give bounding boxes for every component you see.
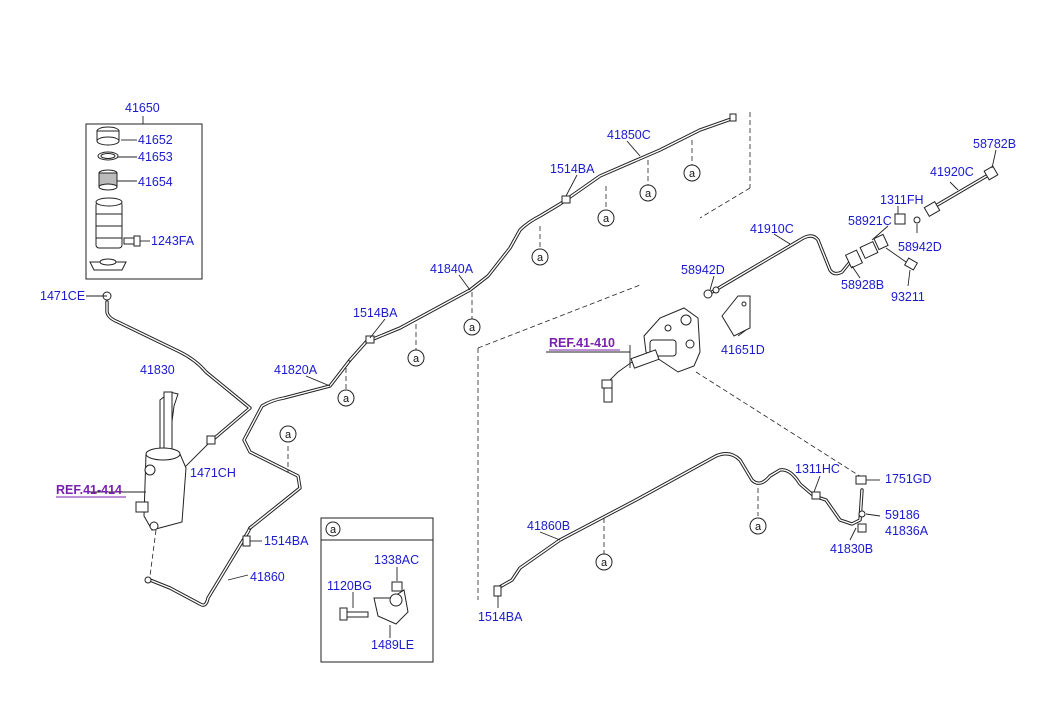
label-1311FH: 1311FH <box>880 193 924 207</box>
label-1751GD: 1751GD <box>885 472 932 486</box>
bracket-part <box>89 258 127 271</box>
label-1514BA-low: 1514BA <box>478 610 523 624</box>
svg-text:a: a <box>343 393 350 405</box>
marker-a-2: a <box>407 349 425 367</box>
marker-a-1: a <box>337 389 355 407</box>
hose-41830 <box>105 300 252 444</box>
clamp-1489LE-part <box>373 589 409 625</box>
label-58921C: 58921C <box>848 214 892 228</box>
svg-text:a: a <box>469 322 476 334</box>
label-41920C: 41920C <box>930 165 974 179</box>
reservoir-body-part <box>95 197 123 249</box>
label-41860: 41860 <box>250 570 285 584</box>
clutch-assembly-part <box>601 307 701 403</box>
fitting-1514BA-low <box>493 585 502 597</box>
reference-41-410[interactable]: REF.41-410 <box>549 336 615 350</box>
cylinder-part <box>135 391 187 531</box>
bolt-41836A <box>857 523 867 533</box>
reservoir-box <box>85 123 203 280</box>
hose-41860 <box>148 358 352 607</box>
svg-text:a: a <box>645 188 652 200</box>
label-58942D-left: 58942D <box>681 263 725 277</box>
label-59186: 59186 <box>885 508 920 522</box>
label-41652: 41652 <box>138 133 173 147</box>
label-41653: 41653 <box>138 150 173 164</box>
fitting-1514BA-mid <box>365 335 375 344</box>
label-41650: 41650 <box>125 101 160 115</box>
pipe-41920C <box>923 165 999 218</box>
label-41836A: 41836A <box>885 524 929 538</box>
bolt-part <box>123 235 141 247</box>
label-41860B: 41860B <box>527 519 570 533</box>
bracket-41651D-part <box>721 295 751 337</box>
label-1514BA-top: 1514BA <box>550 162 595 176</box>
svg-text:a: a <box>413 353 420 365</box>
label-1514BA-left: 1514BA <box>264 534 309 548</box>
bleeder-1751GD <box>855 475 867 485</box>
svg-text:a: a <box>537 252 544 264</box>
label-58782B: 58782B <box>973 137 1016 151</box>
svg-text:a: a <box>601 557 608 569</box>
label-1120BG: 1120BG <box>327 579 372 593</box>
marker-a-5: a <box>597 209 615 227</box>
marker-a-6: a <box>639 184 657 202</box>
clip-1311HC <box>811 491 821 500</box>
svg-text:a: a <box>285 429 292 441</box>
fitting-1514BA-top <box>561 195 571 204</box>
label-58928B: 58928B <box>841 278 884 292</box>
inset-box <box>320 517 434 663</box>
label-1338AC: 1338AC <box>374 553 419 567</box>
svg-text:a: a <box>330 524 337 536</box>
label-41850C: 41850C <box>607 128 651 142</box>
seal-ring-part <box>97 151 119 161</box>
svg-text:a: a <box>603 213 610 225</box>
label-41654: 41654 <box>138 175 173 189</box>
filter-part <box>98 169 118 191</box>
label-1471CH: 1471CH <box>190 466 236 480</box>
label-41840A: 41840A <box>430 262 474 276</box>
svg-text:a: a <box>755 521 762 533</box>
marker-a-7: a <box>683 164 701 182</box>
label-41651D: 41651D <box>721 343 765 357</box>
bolt-1120BG-part <box>339 607 369 621</box>
label-1489LE: 1489LE <box>371 638 414 652</box>
label-1514BA-mid: 1514BA <box>353 306 398 320</box>
svg-text:a: a <box>689 168 696 180</box>
label-1471CE: 1471CE <box>40 289 85 303</box>
seal-58942D-left <box>703 289 713 299</box>
label-41820A: 41820A <box>274 363 318 377</box>
label-58942D-right: 58942D <box>898 240 942 254</box>
marker-a-3: a <box>463 318 481 336</box>
reservoir-cap-part <box>96 126 120 146</box>
clamp-1471CH <box>206 435 216 445</box>
marker-a-9: a <box>595 553 613 571</box>
label-93211: 93211 <box>891 290 925 304</box>
marker-a-4: a <box>531 248 549 266</box>
pipe-41840A <box>348 116 736 362</box>
fitting-cluster <box>844 213 921 271</box>
inset-marker-a: a <box>325 521 341 537</box>
nut-1338AC-part <box>391 581 403 592</box>
label-1311HC: 1311HC <box>795 462 840 476</box>
cap-59186 <box>858 510 866 518</box>
reference-41-414[interactable]: REF.41-414 <box>56 483 122 497</box>
pipe-41910C <box>710 234 852 294</box>
label-41910C: 41910C <box>750 222 794 236</box>
marker-a-10: a <box>749 517 767 535</box>
label-1243FA: 1243FA <box>151 234 195 248</box>
pipe-41860B <box>496 452 864 590</box>
fitting-1514BA-left <box>242 535 251 547</box>
label-41830B: 41830B <box>830 542 873 556</box>
marker-a-8: a <box>279 425 297 443</box>
label-41830: 41830 <box>140 363 175 377</box>
